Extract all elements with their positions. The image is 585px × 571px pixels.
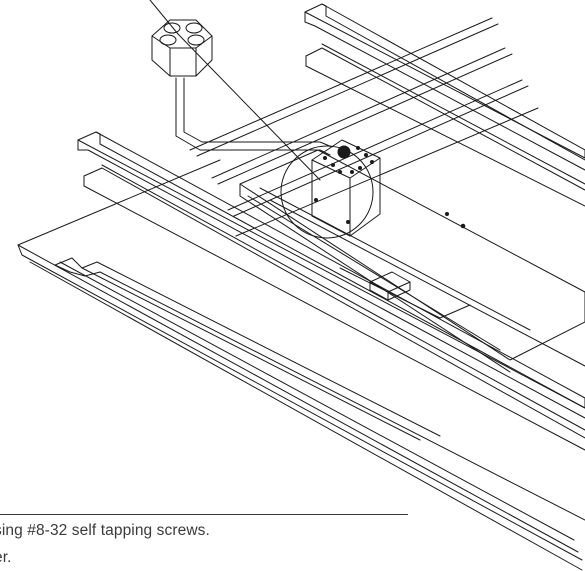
bracket xyxy=(369,271,411,301)
caption-line-1: sing #8-32 self tapping screws. xyxy=(0,522,210,539)
i-beam-left xyxy=(77,131,585,451)
leader-lines xyxy=(149,0,321,181)
channel-left xyxy=(54,257,585,521)
conduit-pipe xyxy=(175,77,333,156)
cross-member-upper xyxy=(189,17,539,237)
base-panel xyxy=(17,159,583,571)
caption-line-2: er. xyxy=(0,549,12,566)
housing-rivets xyxy=(445,212,466,229)
caption-divider xyxy=(0,514,408,515)
hex-cap xyxy=(151,19,213,77)
junction-box xyxy=(311,139,381,237)
detail-circle xyxy=(280,145,374,239)
i-beam-right xyxy=(304,3,585,207)
fixture-housing xyxy=(239,149,585,373)
